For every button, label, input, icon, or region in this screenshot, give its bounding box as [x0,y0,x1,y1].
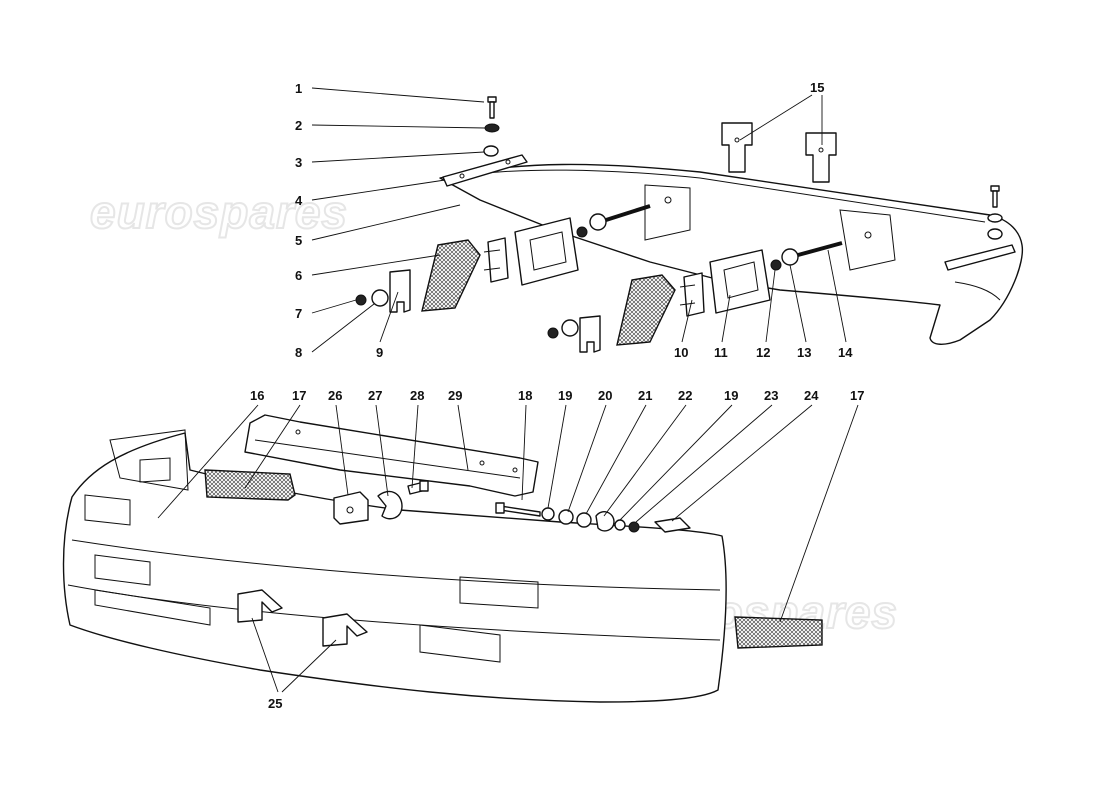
washer-20 [558,509,574,525]
reflector-17-left [204,469,296,501]
bolt-18 [499,505,541,517]
mounting-block-11 [709,249,771,314]
callout-23: 23 [764,388,778,403]
callout-22: 22 [678,388,692,403]
callout-14: 14 [838,345,853,360]
bolt-1 [487,96,497,119]
callout-2: 2 [295,118,302,133]
callout-20: 20 [598,388,612,403]
spacer-bracket-left [487,237,509,283]
callout-17: 17 [292,388,306,403]
callout-9: 9 [376,345,383,360]
callout-labels: 1 2 3 4 5 6 7 8 9 10 11 12 13 14 15 16 1… [250,80,864,711]
callout-15: 15 [810,80,824,95]
rubber-pad-6 [421,239,481,312]
reflector-17-right [734,616,823,649]
callout-29: 29 [448,388,462,403]
rubber-pad-10 [616,274,676,346]
clip-27 [377,490,403,520]
callout-17b: 17 [850,388,864,403]
callout-1: 1 [295,81,302,96]
callout-21: 21 [638,388,652,403]
mounting-block-left [514,217,579,286]
bush-3 [483,145,499,157]
callout-27: 27 [368,388,382,403]
callout-6: 6 [295,268,302,283]
callout-4: 4 [295,193,303,208]
callout-18: 18 [518,388,532,403]
callout-13: 13 [797,345,811,360]
nut-12 [770,259,782,271]
callout-12: 12 [756,345,770,360]
washer-13 [781,248,799,266]
washer-19 [541,507,555,521]
callout-7: 7 [295,306,302,321]
support-bar-29 [244,414,539,497]
callout-11: 11 [714,345,728,360]
callout-3: 3 [295,155,302,170]
badge-25a [237,589,283,623]
callout-28: 28 [410,388,424,403]
leader-lines [157,87,859,693]
washer-8 [371,289,389,307]
washer-2 [484,123,500,133]
front-bumper-16 [62,429,727,703]
mounting-bracket-right [944,244,1016,271]
clip-24 [654,517,691,533]
callout-19: 19 [558,388,572,403]
callout-5: 5 [295,233,302,248]
callout-16: 16 [250,388,264,403]
plate-15a [721,122,753,173]
watermark-top-left: eurospares [90,186,348,238]
rubber-block-26 [333,491,369,525]
callout-26: 26 [328,388,342,403]
spacer-bracket-right [683,272,705,317]
callout-24: 24 [804,388,819,403]
nut-7 [355,294,367,306]
washer-21 [576,512,592,528]
badge-25b [322,613,368,647]
callout-8: 8 [295,345,302,360]
stud-14 [797,241,843,257]
clip-22 [595,511,615,532]
callout-25: 25 [268,696,282,711]
callout-10: 10 [674,345,688,360]
plate-15b [805,132,837,183]
nut-23 [628,521,640,533]
callout-19b: 19 [724,388,738,403]
